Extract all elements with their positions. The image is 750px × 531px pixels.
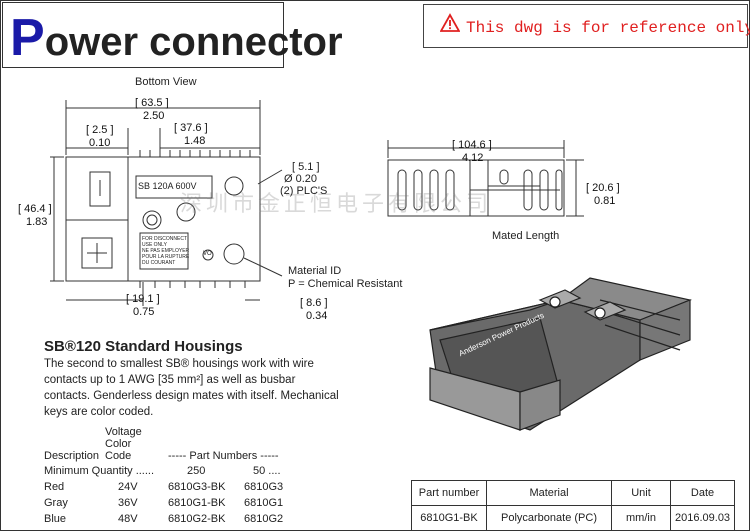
mated-length-mm: [ 104.6 ] — [452, 139, 492, 151]
header-part-numbers: ----- Part Numbers ----- — [168, 450, 279, 462]
mount-hole — [142, 210, 162, 230]
mated-length-in: 4.12 — [462, 152, 484, 164]
title-block-header: Date — [669, 480, 736, 506]
material-id-label: Material ID — [288, 265, 342, 277]
section-heading: SB®120 Standard Housings — [44, 338, 243, 355]
dim-mid-in: 1.48 — [184, 135, 206, 147]
header-voltage-color: Voltage Color Code — [105, 426, 142, 462]
dim-height-mm: [ 46.4 ] — [18, 203, 52, 215]
dim-left-offset-mm: [ 2.5 ] — [86, 124, 114, 136]
title-block-date: 2016.09.03 — [669, 505, 736, 531]
housing-warning: FOR DISCONNECT USE ONLY NE PAS EMPLOYER … — [142, 236, 190, 266]
row-pn2: 6810G2 — [244, 513, 284, 525]
row-pn2: 6810G3 — [244, 481, 284, 493]
row-color: Red — [44, 481, 65, 493]
min-qty-label: Minimum Quantity ...... — [44, 465, 155, 477]
mated-view-housing — [387, 159, 565, 217]
hole-dim-mm: [ 5.1 ] — [292, 161, 320, 173]
mated-height-in: 0.81 — [594, 195, 616, 207]
row-color: Gray — [44, 497, 68, 509]
header-description: Description — [44, 450, 100, 462]
contact-slot — [89, 171, 111, 207]
isometric-connector — [429, 277, 693, 431]
title-block-header: Material — [486, 480, 612, 506]
mated-height-mm: [ 20.6 ] — [586, 182, 620, 194]
row-pn1: 6810G2-BK — [168, 513, 226, 525]
row-voltage: 24V — [118, 481, 138, 493]
title-block-header: Part number — [411, 480, 487, 506]
reference-note-box — [423, 4, 748, 48]
vo-mark: VO — [203, 251, 212, 257]
title-block-unit: mm/in — [611, 505, 671, 531]
dim-height-in: 1.83 — [26, 216, 48, 228]
bottom-view-housing — [65, 156, 261, 282]
title-box — [2, 2, 284, 68]
min-qty-2: 50 .... — [253, 465, 281, 477]
title-block-value-row: 6810G1-BK Polycarbonate (PC) mm/in 2016.… — [411, 505, 736, 531]
title-block-header-row: Part number Material Unit Date — [411, 480, 736, 506]
watermark: 深圳市金正恒电子有限公司 — [180, 192, 493, 217]
material-p-label: P = Chemical Resistant — [288, 278, 403, 290]
row-pn2: 6810G1 — [244, 497, 284, 509]
dim-left-offset-in: 0.10 — [89, 137, 111, 149]
mated-length-caption: Mated Length — [492, 230, 560, 242]
min-qty-1: 250 — [187, 465, 206, 477]
title-block-part-number: 6810G1-BK — [411, 505, 487, 531]
row-voltage: 48V — [118, 513, 138, 525]
title-block-material: Polycarbonate (PC) — [486, 505, 612, 531]
row-voltage: 36V — [118, 497, 138, 509]
dim-mid-mm: [ 37.6 ] — [174, 122, 208, 134]
warning-icon — [440, 13, 460, 32]
dim-bottom-right-mm: [ 8.6 ] — [300, 297, 328, 309]
row-pn1: 6810G1-BK — [168, 497, 226, 509]
row-color: Blue — [44, 513, 67, 525]
title-block-table: Part number Material Unit Date 6810G1-BK… — [411, 480, 736, 531]
page-title: Power connector — [10, 9, 343, 67]
dim-width-in: 2.50 — [143, 110, 165, 122]
dim-bottom-right-in: 0.34 — [306, 310, 328, 322]
dim-width-mm: [ 63.5 ] — [135, 97, 169, 109]
bottom-view-caption: Bottom View — [135, 76, 197, 88]
plus-slot — [81, 237, 113, 269]
row-pn1: 6810G3-BK — [168, 481, 226, 493]
housing-rating: SB 120A 600V — [138, 181, 197, 191]
dim-bottom-left-in: 0.75 — [133, 306, 155, 318]
hole-count: (2) PLC'S — [280, 185, 328, 197]
section-description: The second to smallest SB® housings work… — [44, 358, 339, 418]
mount-hole — [224, 176, 244, 196]
reference-note: This dwg is for reference only — [440, 13, 750, 37]
dim-bottom-left-mm: [ 19.1 ] — [126, 293, 160, 305]
hole-diameter: Ø 0.20 — [284, 173, 318, 185]
title-block-header: Unit — [611, 480, 671, 506]
